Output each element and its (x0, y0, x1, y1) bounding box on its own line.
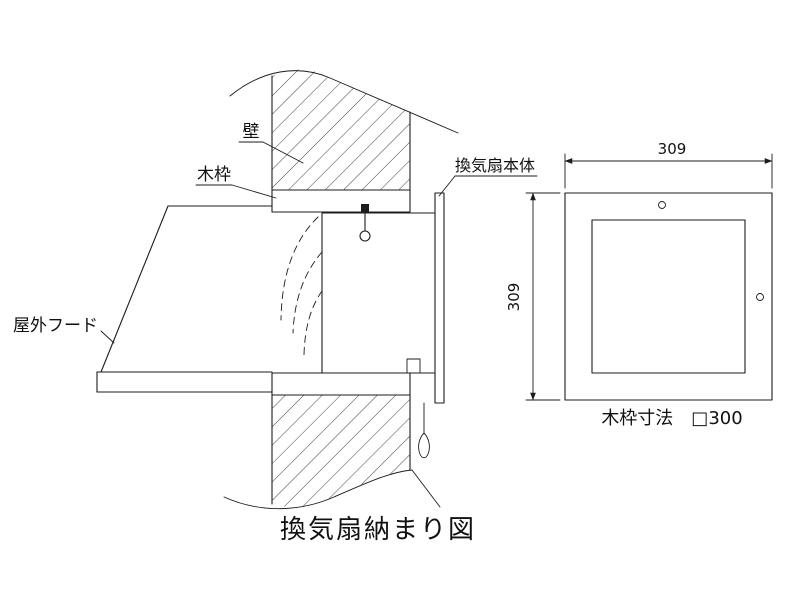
fan-terminal-box (406, 358, 421, 374)
callout-fan-body: 換気扇本体 (438, 156, 538, 197)
wall-label: 壁 (243, 122, 260, 142)
front-view: 309 309 木枠寸法 □300 (505, 140, 773, 429)
wall-break-lines (223, 70, 459, 510)
screw-hole-right (756, 293, 764, 301)
wall-face-lines (271, 75, 411, 505)
diagram-title: 換気扇納まり図 (280, 515, 476, 545)
callout-outdoor-hood: 屋外フード (13, 316, 115, 344)
wall-section-hatch (272, 69, 410, 508)
frame-outer-square (564, 192, 773, 401)
frame-inner-opening (591, 219, 746, 374)
dimension-vertical: 309 (505, 192, 561, 401)
cross-section-view: 壁 木枠 換気扇本体 屋外フード (13, 69, 538, 510)
callout-wall: 壁 (238, 122, 304, 164)
frame-dimension-note: 木枠寸法 □300 (601, 408, 742, 429)
screw-hole-top (658, 201, 666, 209)
callout-wood-frame: 木枠 (195, 165, 277, 199)
dimension-horizontal: 309 (564, 140, 773, 189)
mounting-bolt (359, 204, 371, 242)
dimension-width-value: 309 (658, 140, 687, 158)
outdoor-hood-label: 屋外フード (13, 316, 98, 336)
wood-frame-label: 木枠 (197, 165, 231, 185)
wood-frame-section (271, 189, 411, 396)
pull-cord (418, 402, 430, 459)
outdoor-hood-shape (96, 205, 273, 393)
dimension-height-value: 309 (505, 283, 523, 312)
shutter-dashed-arcs (280, 216, 323, 356)
fan-body-section (280, 192, 445, 459)
fan-body-label: 換気扇本体 (455, 156, 535, 175)
